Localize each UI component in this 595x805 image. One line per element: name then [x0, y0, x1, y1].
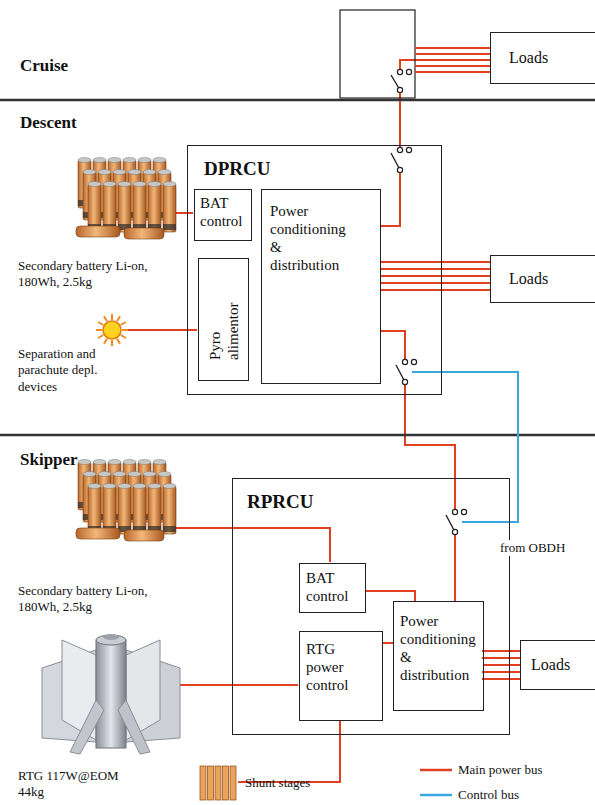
- power-conditioning-box: Power conditioning & distribution: [261, 189, 381, 384]
- switch-contact: [397, 167, 402, 172]
- battery-control-box: BAT control: [299, 563, 366, 613]
- legend-line-sample: [420, 794, 452, 797]
- box-label: Power conditioning & distribution: [270, 202, 346, 274]
- box-label: RTG power control: [306, 640, 348, 694]
- switch-contact: [402, 359, 407, 364]
- rtg-illustration: [42, 634, 180, 754]
- switch-contact: [397, 147, 402, 152]
- power-bus-bundle: [380, 48, 520, 679]
- box-label: Loads: [509, 48, 548, 67]
- pyro-device-icon: [96, 314, 128, 346]
- pyro-alimentor-box: Pyro alimentor: [198, 258, 249, 381]
- switch-contact: [406, 69, 411, 74]
- unit-title: RPRCU: [247, 491, 495, 514]
- shunt-stages-icon: [200, 766, 236, 800]
- legend-text: Main power bus: [458, 762, 543, 778]
- control-unit-box: RPRCU BAT controlRTG power control Power c…: [232, 478, 510, 735]
- switch-contact: [397, 87, 402, 92]
- control-unit-box: DPRCU BAT controlPyro alimentor Power cond…: [187, 145, 442, 395]
- box-label: BAT control: [200, 194, 242, 230]
- power-bus-connector: [366, 591, 415, 601]
- box-label: Pyro alimentor: [206, 280, 242, 360]
- section-line: [0, 434, 595, 437]
- switch-contact: [461, 509, 466, 514]
- device-caption: Secondary battery Li-on, 180Wh, 2.5kg: [18, 583, 148, 616]
- switch-contact: [402, 379, 407, 384]
- device-caption: Secondary battery Li-on, 180Wh, 2.5kg: [18, 258, 148, 291]
- legend-text: Control bus: [458, 787, 519, 803]
- unit-title: DPRCU: [204, 158, 425, 181]
- switch-box: [340, 10, 415, 98]
- box-label: Loads: [531, 655, 570, 674]
- loads-box: Loads: [490, 255, 595, 303]
- rtg-power-control-box: RTG power control: [299, 631, 383, 721]
- power-bus-connector: [484, 664, 520, 666]
- device-caption: Shunt stages: [245, 775, 310, 791]
- box-label: Loads: [509, 269, 548, 288]
- battery-control-box: BAT control: [194, 189, 252, 241]
- loads-box: Loads: [520, 640, 595, 690]
- switch-contact: [397, 69, 402, 74]
- power-bus-connector: [381, 60, 490, 226]
- phase-label: Cruise: [20, 55, 68, 76]
- phase-label: Descent: [20, 112, 77, 133]
- loads-box: Loads: [490, 32, 595, 84]
- section-line: [0, 99, 595, 102]
- signal-label: from OBDH: [498, 540, 567, 556]
- switch-contact: [452, 529, 457, 534]
- phase-label: Skipper: [20, 449, 78, 470]
- power-bus-connector: [381, 275, 490, 277]
- switch-contact: [452, 509, 457, 514]
- box-label: Power conditioning & distribution: [400, 612, 476, 684]
- device-caption: RTG 117W@EOM 44kg: [18, 768, 123, 801]
- power-conditioning-box: Power conditioning & distribution: [393, 601, 484, 711]
- legend-line-sample: [420, 769, 452, 772]
- device-caption: Separation and parachute depl. devices: [18, 346, 118, 395]
- switch-contact: [406, 147, 411, 152]
- battery-illustration: [76, 158, 176, 240]
- switch-contact: [411, 359, 416, 364]
- switch-symbols: [391, 69, 467, 534]
- power-bus-connector: [383, 642, 393, 644]
- battery-illustration: [76, 460, 176, 542]
- box-label: BAT control: [306, 569, 348, 605]
